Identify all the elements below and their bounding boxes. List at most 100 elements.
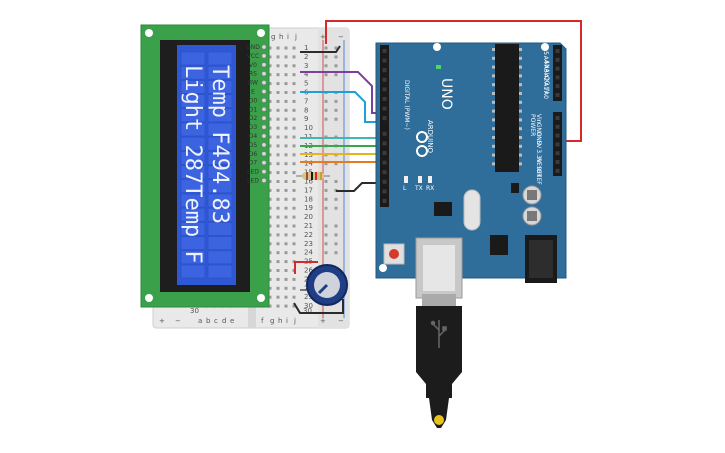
- col-letter-g-bottom: g: [270, 317, 274, 325]
- rail-minus-bottom-left: −: [175, 317, 181, 325]
- power-pin-label: RESET: [535, 158, 542, 178]
- mount-hole: [145, 29, 153, 37]
- lcd-pin-label: VCC: [247, 53, 259, 60]
- analog-pin-label: A3: [542, 65, 549, 73]
- digital-header: [380, 45, 389, 207]
- lcd-pin-label: D1: [249, 106, 258, 113]
- resistor[interactable]: [296, 172, 330, 180]
- lcd-pin-label: D6: [249, 151, 258, 158]
- lcd-pin-label: GND: [246, 44, 260, 51]
- lcd-pin-label: RW: [248, 80, 258, 87]
- lcd-pin-label: LED: [247, 178, 259, 185]
- rail-plus-bottom-left: +: [159, 317, 165, 325]
- lcd-pin-label: V0: [249, 62, 257, 69]
- reset-button-cap[interactable]: [389, 249, 399, 259]
- arduino-infinity-logo: [416, 131, 428, 157]
- analog-pin-label: A4: [542, 56, 549, 64]
- power-pin-label: 5V: [535, 140, 542, 149]
- row-number: 9: [304, 115, 308, 123]
- col-letter-h-bottom: h: [278, 317, 282, 325]
- col-letter-h: h: [279, 33, 283, 41]
- wire-gnd-arduino: [336, 182, 383, 192]
- row-number: 18: [304, 195, 313, 203]
- lcd-cell-grid: [180, 51, 233, 279]
- col-letter-e: e: [230, 317, 234, 325]
- lcd-line-1: Temp F494.83: [207, 65, 232, 224]
- row-number: 10: [304, 124, 313, 132]
- lcd-pin-label: RS: [249, 71, 257, 78]
- row-number: 20: [304, 213, 313, 221]
- rail-minus-bottom: −: [338, 317, 344, 325]
- lcd-pin-label: D0: [249, 97, 258, 104]
- wire-gnd-top: [300, 45, 341, 53]
- potentiometer[interactable]: [306, 264, 348, 306]
- col-letter-g: g: [271, 33, 275, 41]
- lcd-line-2: Light 287Temp F: [180, 65, 205, 264]
- col-letter-f-bottom: f: [261, 317, 264, 325]
- row-number-30-left: 30: [190, 307, 199, 315]
- lcd-pin-label: D2: [249, 115, 258, 122]
- col-letter-a: a: [198, 317, 202, 325]
- row-number: 16: [304, 178, 313, 186]
- col-letter-i-bottom: i: [286, 317, 288, 325]
- usb-cable[interactable]: [416, 294, 462, 428]
- row-number: 19: [304, 204, 313, 212]
- rail-plus-top: +: [320, 33, 326, 41]
- row-number: 26: [304, 267, 313, 275]
- lcd-pin-label: D3: [249, 124, 258, 131]
- row-number: 17: [304, 186, 313, 194]
- row-number-30-right: 30: [303, 307, 312, 315]
- wire-cyan: [300, 91, 383, 123]
- row-number: 24: [304, 249, 313, 257]
- col-letter-c: c: [214, 317, 218, 325]
- power-pin-label: 3.3V: [535, 149, 542, 164]
- mount-hole: [257, 294, 265, 302]
- uno-label: UNO: [438, 78, 454, 110]
- usb-symbol-icon: [430, 320, 447, 348]
- analog-pin-label: A5: [542, 47, 549, 55]
- arduino-brand: ARDUINO: [426, 120, 434, 153]
- lcd-pin-label: E: [251, 89, 255, 96]
- lcd-pin-label: LED: [247, 169, 259, 176]
- led-label-rx: RX: [426, 185, 434, 192]
- row-number: 4: [304, 71, 309, 79]
- analog-pin-label: A0: [542, 91, 549, 99]
- wire-5v: [325, 20, 582, 142]
- power-label: POWER: [529, 114, 536, 136]
- led-label-tx: TX: [414, 185, 423, 192]
- row-number: 2: [304, 53, 308, 61]
- col-letter-i: i: [287, 33, 289, 41]
- rail-plus-bottom: +: [320, 317, 326, 325]
- lightning-icon: [434, 415, 444, 425]
- col-letter-d: d: [222, 317, 226, 325]
- row-number: 5: [304, 80, 308, 88]
- arduino-uno[interactable]: DIGITAL (PWM~) UNO ARDUINO ANALOG IN POW…: [375, 42, 567, 299]
- lcd-pin-label: D4: [249, 133, 258, 140]
- power-pin-label: GND: [535, 132, 542, 146]
- power-pin-label: GND: [535, 123, 542, 137]
- col-letter-j: j: [294, 33, 297, 41]
- analog-header: [553, 45, 562, 101]
- wire-pot-red: [294, 261, 318, 274]
- row-number: 14: [304, 160, 313, 168]
- wires: [293, 20, 582, 314]
- row-number: 7: [304, 97, 308, 105]
- row-number: 29: [304, 293, 313, 301]
- mount-hole: [257, 29, 265, 37]
- row-number: 1: [304, 44, 308, 52]
- row-number: 23: [304, 240, 313, 248]
- led-label-l: L: [403, 185, 407, 192]
- row-number: 21: [304, 222, 313, 230]
- row-number: 22: [304, 231, 313, 239]
- analog-label: ANALOG IN: [543, 60, 550, 93]
- rail-minus-top: −: [338, 33, 344, 41]
- power-pin-label: IOREF: [535, 167, 542, 185]
- mount-hole: [145, 294, 153, 302]
- crystal: [463, 189, 481, 231]
- power-pin-label: Vin: [535, 114, 542, 124]
- analog-pin-label: A2: [542, 73, 549, 81]
- digital-label: DIGITAL (PWM~): [403, 80, 410, 130]
- col-letter-j-bottom: j: [293, 317, 296, 325]
